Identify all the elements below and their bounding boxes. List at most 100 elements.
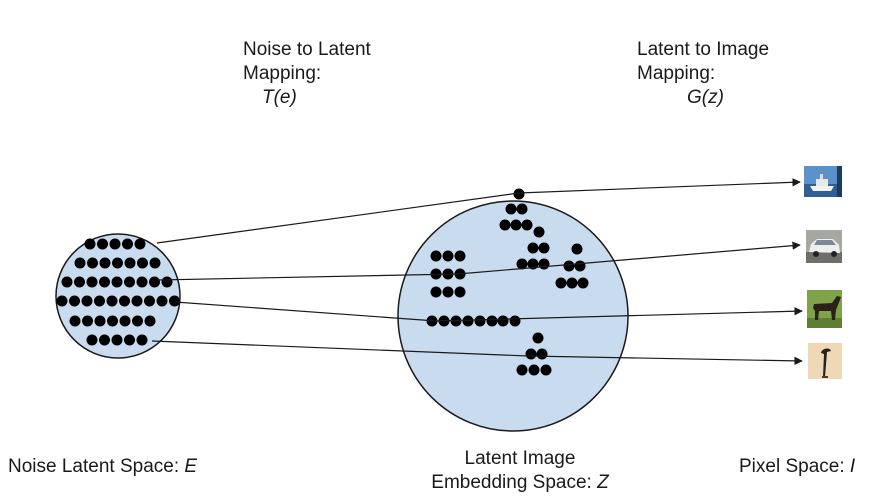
latent-dot — [454, 286, 466, 298]
latent-dot — [563, 260, 575, 272]
noise-dot — [82, 315, 93, 327]
latent-dot — [538, 258, 550, 270]
pixel-space-symbol: I — [849, 456, 856, 477]
latent-dot — [527, 242, 539, 254]
latent-dot — [516, 258, 528, 270]
latent-to-image-line2: Mapping: — [637, 63, 716, 84]
latent-dot — [509, 315, 521, 327]
latent-dot — [499, 219, 511, 231]
pixel-space-label: Pixel Space: I — [739, 455, 855, 479]
noise-dot — [84, 238, 96, 250]
latent-dot — [474, 315, 486, 327]
arrow-image-bird — [527, 355, 803, 366]
latent-dot — [538, 242, 550, 254]
latent-dot — [497, 315, 509, 327]
latent-dot — [430, 286, 442, 298]
noise-dot — [106, 295, 118, 307]
noise-to-latent-line1: Noise to Latent — [243, 39, 371, 60]
latent-dot — [505, 203, 517, 215]
latent-embedding-line2: Embedding Space: — [431, 472, 598, 493]
latent-dot — [442, 250, 454, 262]
noise-dot — [74, 257, 86, 269]
noise-dot — [56, 295, 68, 307]
noise-to-latent-arrows — [151, 192, 529, 357]
horse-image — [807, 290, 842, 328]
noise-to-latent-line2: Mapping: — [243, 63, 322, 84]
noise-dot — [149, 276, 160, 288]
noise-dot — [112, 257, 123, 269]
latent-dot — [536, 348, 548, 360]
noise-dot — [109, 238, 121, 250]
arrow-noise-4 — [151, 340, 529, 357]
arrow-image-boat — [518, 178, 801, 194]
noise-dot — [134, 238, 146, 250]
latent-dot — [521, 219, 533, 231]
car-image — [806, 230, 842, 263]
noise-dot — [99, 276, 110, 288]
noise-dot — [111, 276, 123, 288]
noise-dot — [107, 315, 118, 327]
latent-dot — [486, 315, 498, 327]
noise-latent-space-symbol: E — [184, 456, 198, 477]
latent-dot — [430, 250, 442, 262]
noise-to-latent-label: Noise to Latent Mapping: T(e) — [243, 38, 371, 110]
noise-dot — [86, 276, 98, 288]
noise-dot — [99, 334, 110, 346]
pixel-space-text: Pixel Space: — [739, 456, 850, 477]
noise-dot — [81, 295, 93, 307]
arrow-noise-1 — [156, 192, 520, 244]
boat-image — [804, 166, 842, 197]
noise-dot — [122, 238, 133, 250]
noise-dot — [87, 257, 98, 269]
latent-dot — [528, 364, 540, 376]
noise-dot — [124, 257, 136, 269]
latent-dot — [516, 364, 528, 376]
latent-dot — [454, 250, 466, 262]
noise-dot — [86, 334, 98, 346]
latent-embedding-space-label: Latent Image Embedding Space: Z — [410, 447, 630, 495]
latent-embedding-symbol: Z — [597, 472, 609, 493]
noise-dot — [156, 295, 168, 307]
noise-latent-circle — [55, 233, 181, 359]
noise-dot — [74, 276, 85, 288]
noise-dot — [137, 257, 148, 269]
noise-latent-space-text: Noise Latent Space: — [8, 456, 185, 477]
noise-dot — [111, 334, 123, 346]
latent-dot — [462, 315, 474, 327]
latent-dot — [442, 286, 454, 298]
latent-dot — [525, 348, 537, 360]
latent-to-image-arrows — [435, 178, 803, 366]
latent-dot — [532, 332, 544, 344]
latent-dot — [533, 226, 545, 238]
noise-dot — [124, 276, 135, 288]
arrow-noise-3 — [174, 301, 437, 322]
noise-dot — [144, 295, 155, 307]
noise-to-latent-function: T(e) — [262, 87, 297, 108]
dot-layer — [56, 188, 589, 376]
noise-dot — [69, 315, 81, 327]
noise-dot — [69, 295, 80, 307]
latent-dot — [577, 277, 589, 289]
noise-dot — [94, 295, 105, 307]
noise-dot — [119, 295, 130, 307]
arrow-image-car — [457, 241, 801, 275]
noise-latent-space-label: Noise Latent Space: E — [8, 455, 197, 479]
noise-dot — [124, 334, 135, 346]
noise-dot — [136, 334, 148, 346]
latent-to-image-label: Latent to Image Mapping: G(z) — [637, 38, 769, 110]
latent-to-image-function: G(z) — [687, 87, 724, 108]
bird-image — [808, 343, 842, 379]
latent-dot — [516, 203, 528, 215]
latent-dot — [571, 243, 583, 255]
noise-dot — [97, 238, 108, 250]
arrow-image-horse — [435, 307, 803, 322]
latent-dot — [513, 188, 525, 200]
latent-embedding-line1: Latent Image — [464, 448, 576, 469]
latent-dot — [540, 364, 552, 376]
noise-dot — [161, 276, 173, 288]
latent-dot — [555, 277, 567, 289]
noise-dot — [119, 315, 131, 327]
noise-dot — [94, 315, 106, 327]
noise-dot — [136, 276, 148, 288]
